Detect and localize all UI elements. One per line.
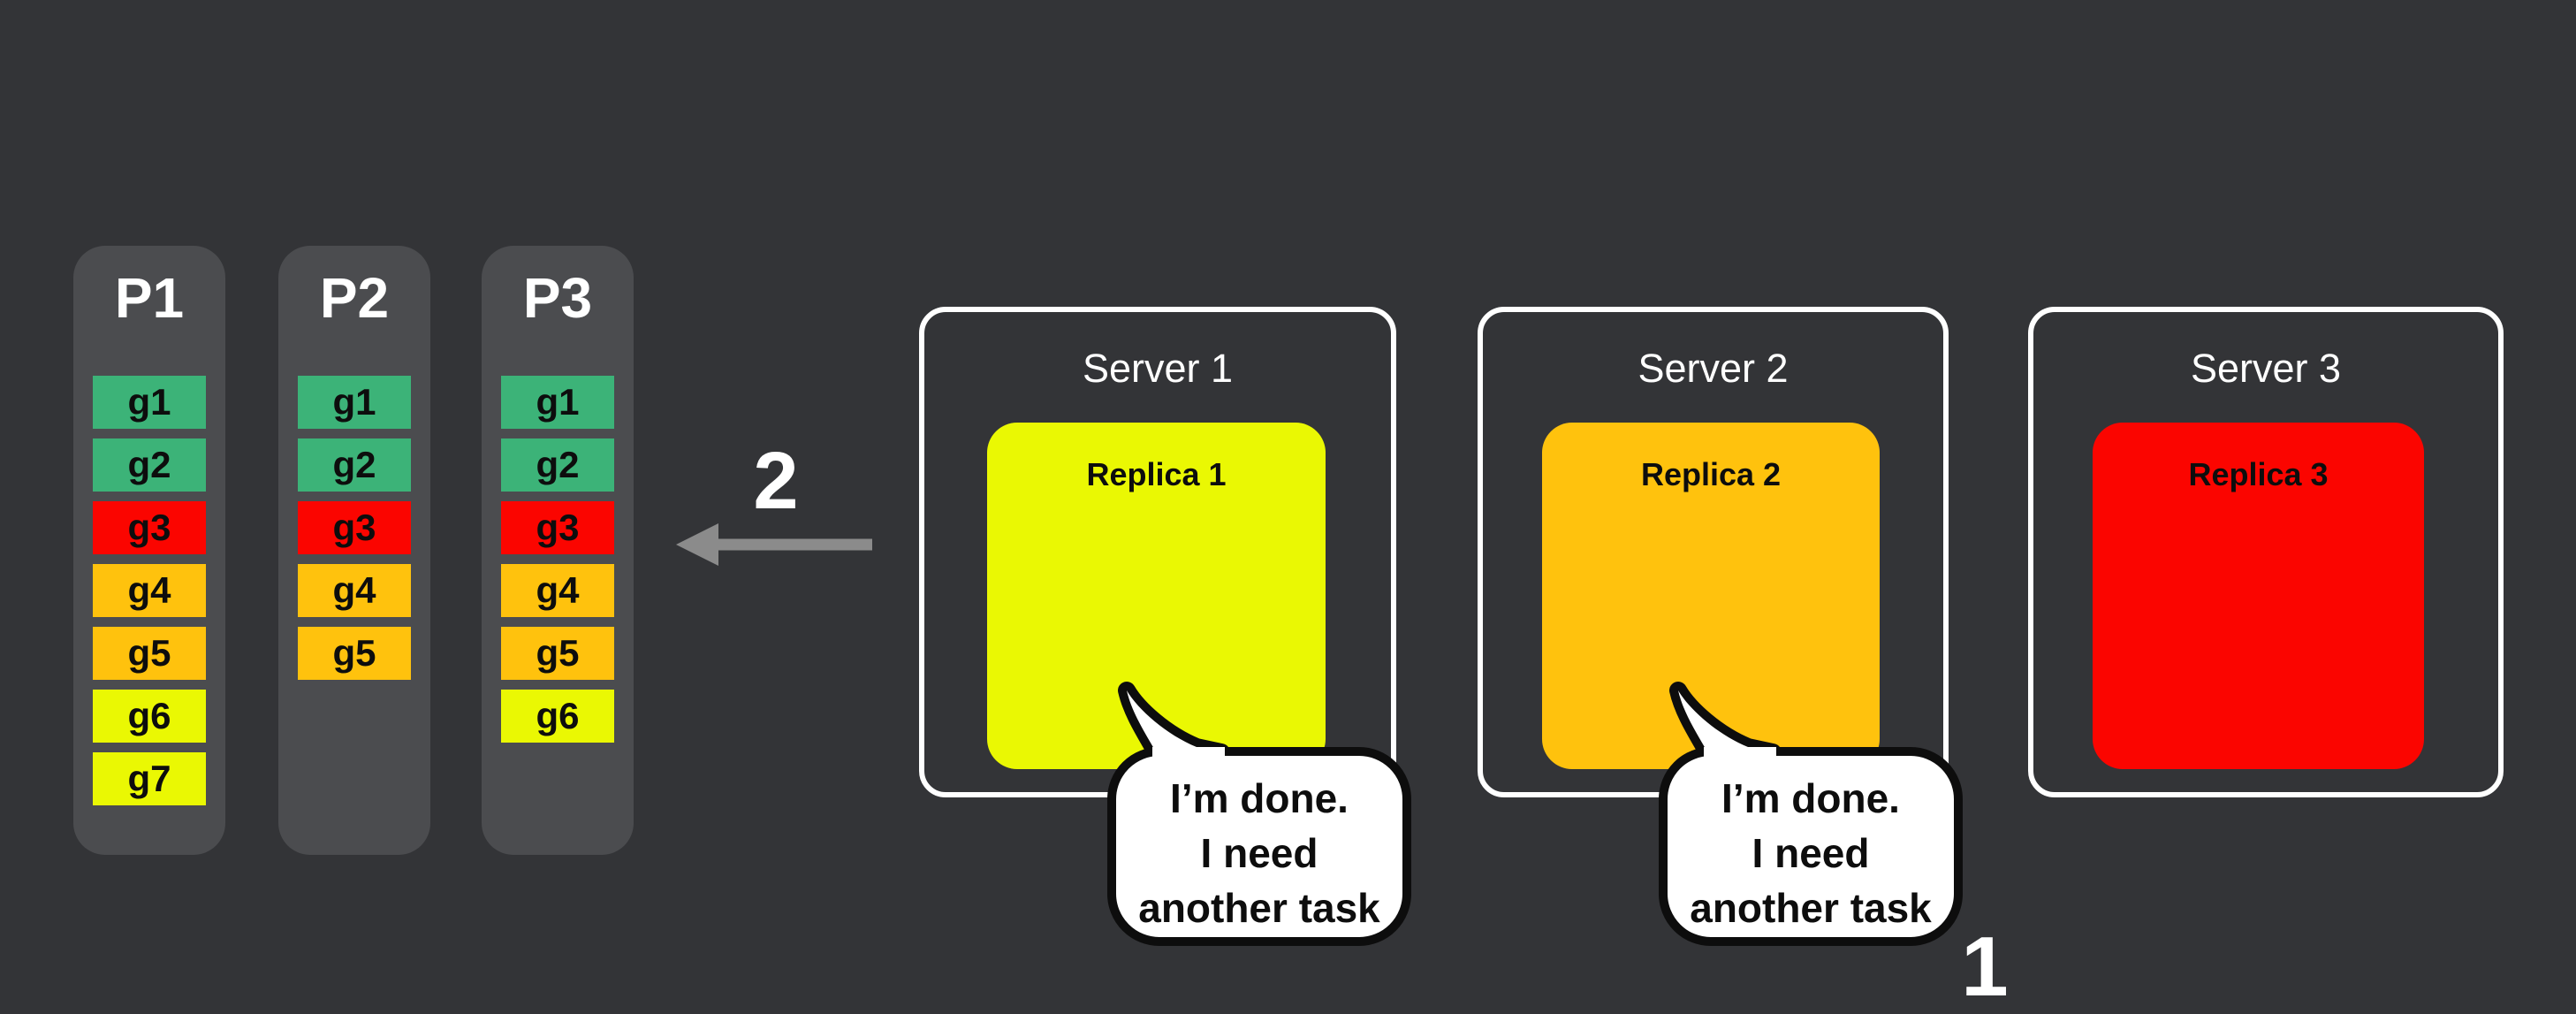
task-cell-g3: g3 bbox=[298, 501, 411, 554]
server-2-title: Server 2 bbox=[1638, 346, 1789, 391]
replica-2-box: Replica 2 bbox=[1542, 423, 1880, 769]
task-cell-g1: g1 bbox=[93, 376, 206, 429]
task-cell-g6: g6 bbox=[501, 690, 614, 743]
partition-p1-title: P1 bbox=[114, 266, 185, 330]
partition-p2-title: P2 bbox=[319, 266, 390, 330]
partition-p2: P2 g1 g2 g3 g4 g5 bbox=[278, 246, 430, 855]
speech-bubble-2-line-1: I’m done. bbox=[1721, 775, 1900, 821]
task-cell-g7: g7 bbox=[93, 752, 206, 805]
task-cell-g3: g3 bbox=[501, 501, 614, 554]
speech-bubble-1-line-1: I’m done. bbox=[1170, 775, 1349, 821]
speech-bubble-1-text: I’m done. I need another task bbox=[1112, 771, 1407, 935]
task-cell-g2: g2 bbox=[93, 438, 206, 492]
partition-p3-title: P3 bbox=[522, 266, 593, 330]
replica-2-title: Replica 2 bbox=[1640, 456, 1782, 492]
partition-p2-task-list: g1 g2 g3 g4 g5 bbox=[298, 376, 411, 690]
task-cell-g2: g2 bbox=[298, 438, 411, 492]
task-cell-g1: g1 bbox=[501, 376, 614, 429]
task-cell-g6: g6 bbox=[93, 690, 206, 743]
step-2-label: 2 bbox=[753, 436, 799, 526]
speech-bubble-2-text: I’m done. I need another task bbox=[1663, 771, 1958, 935]
task-cell-g4: g4 bbox=[298, 564, 411, 617]
partition-p1: P1 g1 g2 g3 g4 g5 g6 g7 bbox=[73, 246, 225, 855]
partition-p1-task-list: g1 g2 g3 g4 g5 g6 g7 bbox=[93, 376, 206, 815]
task-cell-g3: g3 bbox=[93, 501, 206, 554]
task-cell-g4: g4 bbox=[501, 564, 614, 617]
partition-p3-task-list: g1 g2 g3 g4 g5 g6 bbox=[501, 376, 614, 752]
server-3-title: Server 3 bbox=[2190, 346, 2342, 391]
task-cell-g4: g4 bbox=[93, 564, 206, 617]
replica-3-box: Replica 3 bbox=[2093, 423, 2424, 769]
speech-bubble-1-line-3: another task bbox=[1138, 885, 1380, 931]
server-1-title: Server 1 bbox=[1082, 346, 1234, 391]
task-cell-g2: g2 bbox=[501, 438, 614, 492]
task-cell-g5: g5 bbox=[93, 627, 206, 680]
speech-bubble-1 bbox=[1107, 682, 1411, 946]
replica-1-title: Replica 1 bbox=[1086, 456, 1227, 492]
task-cell-g1: g1 bbox=[298, 376, 411, 429]
speech-bubble-2-line-3: another task bbox=[1690, 885, 1932, 931]
server-2-box: Server 2 Replica 2 bbox=[1478, 307, 1949, 797]
partition-p3: P3 g1 g2 g3 g4 g5 g6 bbox=[482, 246, 634, 855]
server-3-box: Server 3 Replica 3 bbox=[2028, 307, 2504, 797]
speech-bubble-2-line-2: I need bbox=[1752, 830, 1870, 876]
task-cell-g5: g5 bbox=[298, 627, 411, 680]
replica-3-title: Replica 3 bbox=[2188, 456, 2329, 492]
left-arrow-icon bbox=[676, 523, 872, 566]
speech-bubble-2 bbox=[1659, 682, 1963, 946]
task-cell-g5: g5 bbox=[501, 627, 614, 680]
step-1-label: 1 bbox=[1961, 919, 2009, 1014]
speech-bubble-1-line-2: I need bbox=[1200, 830, 1318, 876]
